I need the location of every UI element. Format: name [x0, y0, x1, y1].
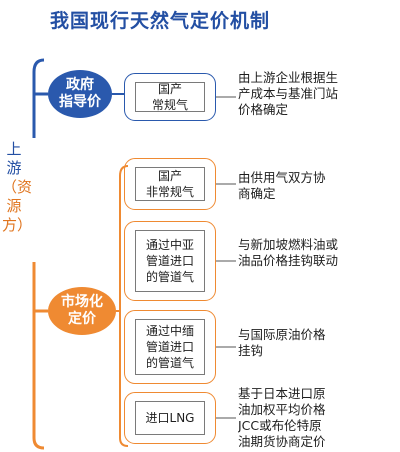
item-description: 与新加坡燃料油或 油品价格挂钩联动	[238, 237, 339, 268]
item-pill: 国产 常规气	[124, 73, 216, 121]
item-pill: 进口LNG	[124, 392, 216, 444]
item-label: 通过中亚 管道进口 的管道气	[145, 238, 194, 284]
item-pill: 国产 非常规气	[124, 158, 216, 210]
item-box: 进口LNG	[135, 401, 205, 435]
upstream-label: 上游 （资源方）	[2, 140, 33, 235]
item-label: 通过中缅 管道进口 的管道气	[145, 324, 194, 370]
upstream-label-sub: （资源方）	[2, 178, 33, 234]
category-market-based: 市场化 定价	[48, 287, 116, 335]
item-description: 由上游企业根据生 产成本与基准门站 价格确定	[238, 70, 339, 117]
item-label: 进口LNG	[145, 411, 195, 425]
item-description: 基于日本进口原 油加权平均价格 JCC或布伦特原 油期货协商定价	[238, 386, 326, 449]
item-label: 国产 常规气	[151, 82, 188, 112]
item-box: 通过中缅 管道进口 的管道气	[135, 319, 205, 375]
item-box: 国产 常规气	[135, 82, 205, 112]
mkt-branch	[119, 165, 129, 447]
upstream-label-main: 上游	[6, 140, 22, 177]
item-box: 通过中亚 管道进口 的管道气	[135, 230, 205, 292]
spine-orange	[32, 262, 45, 450]
item-label: 国产 非常规气	[145, 169, 194, 199]
item-pill: 通过中亚 管道进口 的管道气	[124, 221, 216, 301]
item-description: 由供用气双方协 商确定	[238, 170, 326, 201]
category-government-guided: 政府 指导价	[48, 70, 112, 118]
item-description: 与国际原油价格 挂钩	[238, 327, 326, 358]
category-label: 市场化 定价	[61, 294, 103, 327]
spine-blue	[32, 58, 45, 138]
item-box: 国产 非常规气	[135, 167, 205, 201]
diagram-title: 我国现行天然气定价机制	[50, 10, 271, 32]
item-pill: 通过中缅 管道进口 的管道气	[124, 310, 216, 384]
category-label: 政府 指导价	[59, 77, 101, 110]
